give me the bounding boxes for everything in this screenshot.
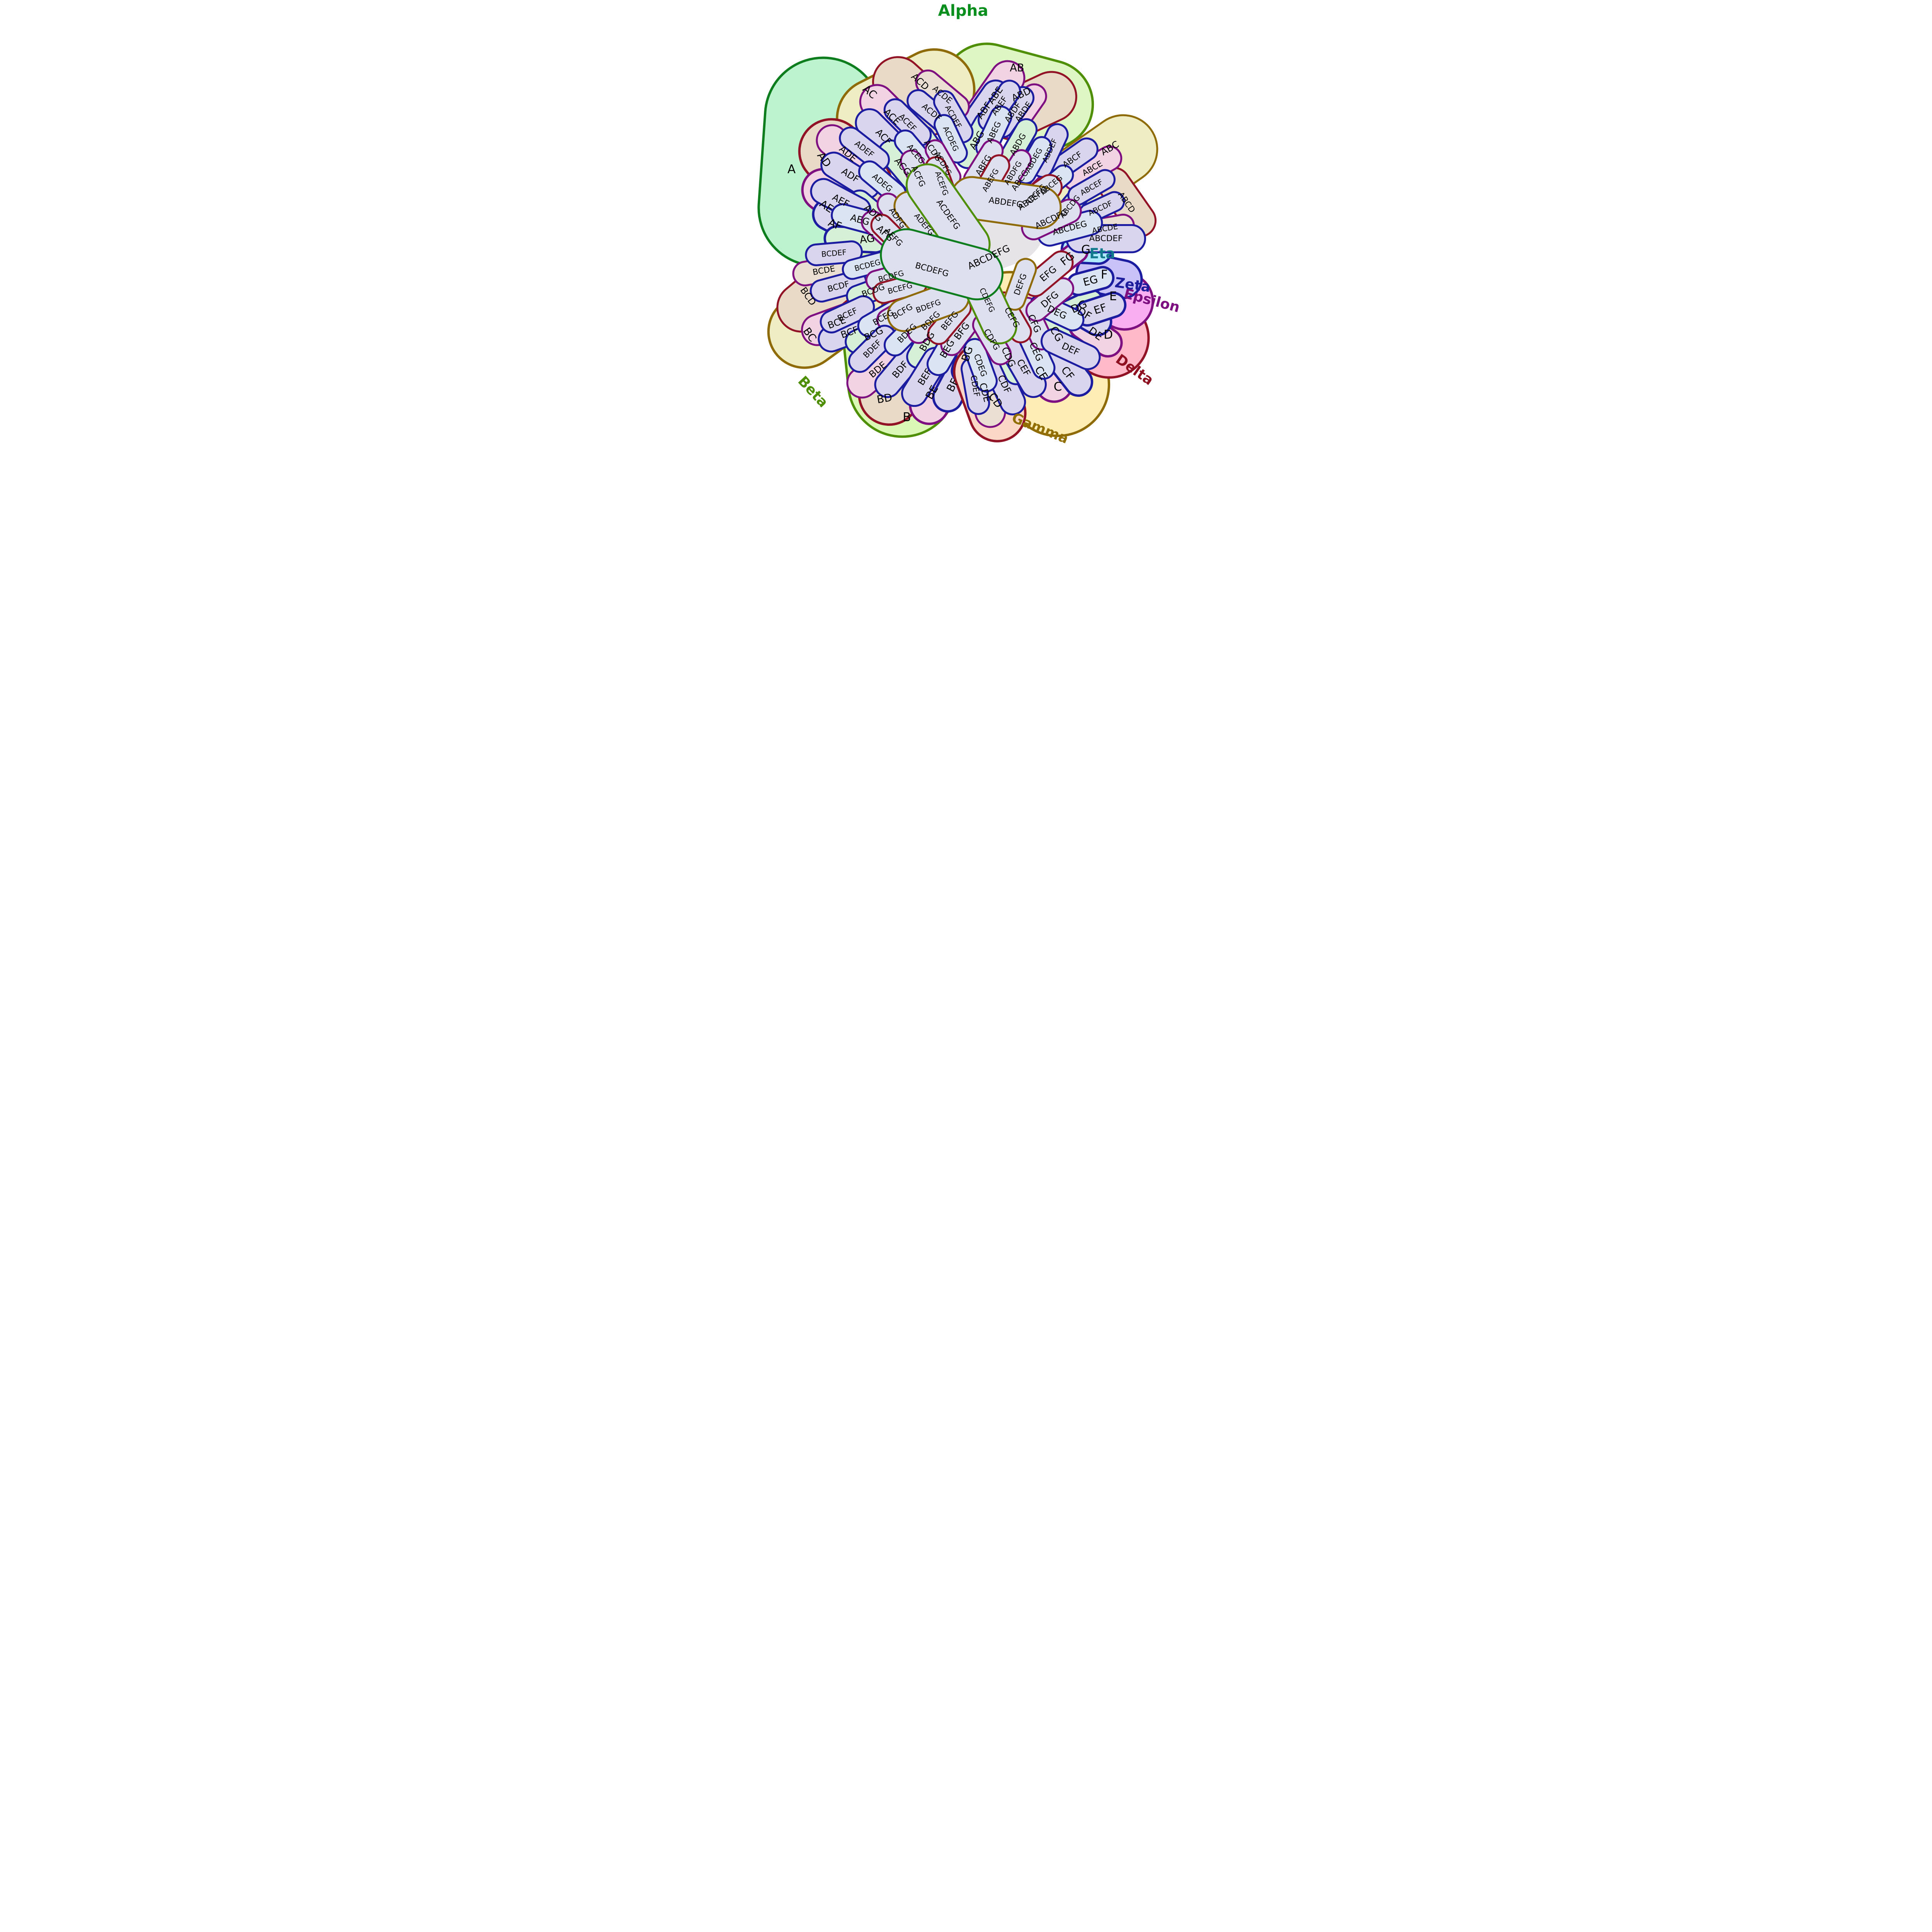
region-F-label: F bbox=[1101, 268, 1108, 282]
region-BD-label: BD bbox=[876, 391, 893, 406]
set-label-beta: Beta bbox=[795, 373, 832, 411]
region-G-label: G bbox=[1081, 243, 1090, 257]
region-BCDEFG bbox=[880, 228, 1004, 301]
region-CDEG-capsule bbox=[963, 338, 998, 393]
region-ACEF bbox=[883, 98, 932, 146]
region-D-label: D bbox=[1104, 328, 1113, 342]
set-label-alpha: Alpha bbox=[938, 1, 988, 20]
region-ADEF bbox=[839, 126, 890, 172]
region-DEF bbox=[1041, 328, 1101, 370]
region-DEFG-capsule bbox=[1003, 258, 1037, 311]
region-BCDEF-label: BCDEF bbox=[821, 248, 847, 259]
region-B-label: B bbox=[903, 410, 911, 424]
region-ACEF-capsule bbox=[883, 98, 932, 146]
region-DEF-capsule bbox=[1041, 328, 1101, 370]
region-AG-label: AG bbox=[859, 232, 876, 246]
region-ABCDEF-label: ABCDEF bbox=[1089, 234, 1123, 243]
region-DEFG bbox=[1003, 258, 1037, 311]
region-C-label: C bbox=[1054, 380, 1062, 394]
region-BCDEF bbox=[805, 240, 863, 267]
region-BCDEF-capsule bbox=[805, 240, 863, 267]
region-AB-label: AB bbox=[1010, 62, 1024, 74]
region-E-label: E bbox=[1109, 289, 1117, 303]
region-BCEF bbox=[820, 295, 875, 333]
region-BDEF-capsule bbox=[848, 325, 896, 373]
region-BCDEFG-capsule bbox=[880, 228, 1004, 301]
region-BCEF-capsule bbox=[820, 295, 875, 333]
region-ADEF-capsule bbox=[839, 126, 890, 172]
region-CDEG bbox=[963, 338, 998, 393]
region-A-label: A bbox=[787, 162, 796, 176]
region-BDEF bbox=[848, 325, 896, 373]
set-label-eta: Eta bbox=[1089, 245, 1115, 262]
